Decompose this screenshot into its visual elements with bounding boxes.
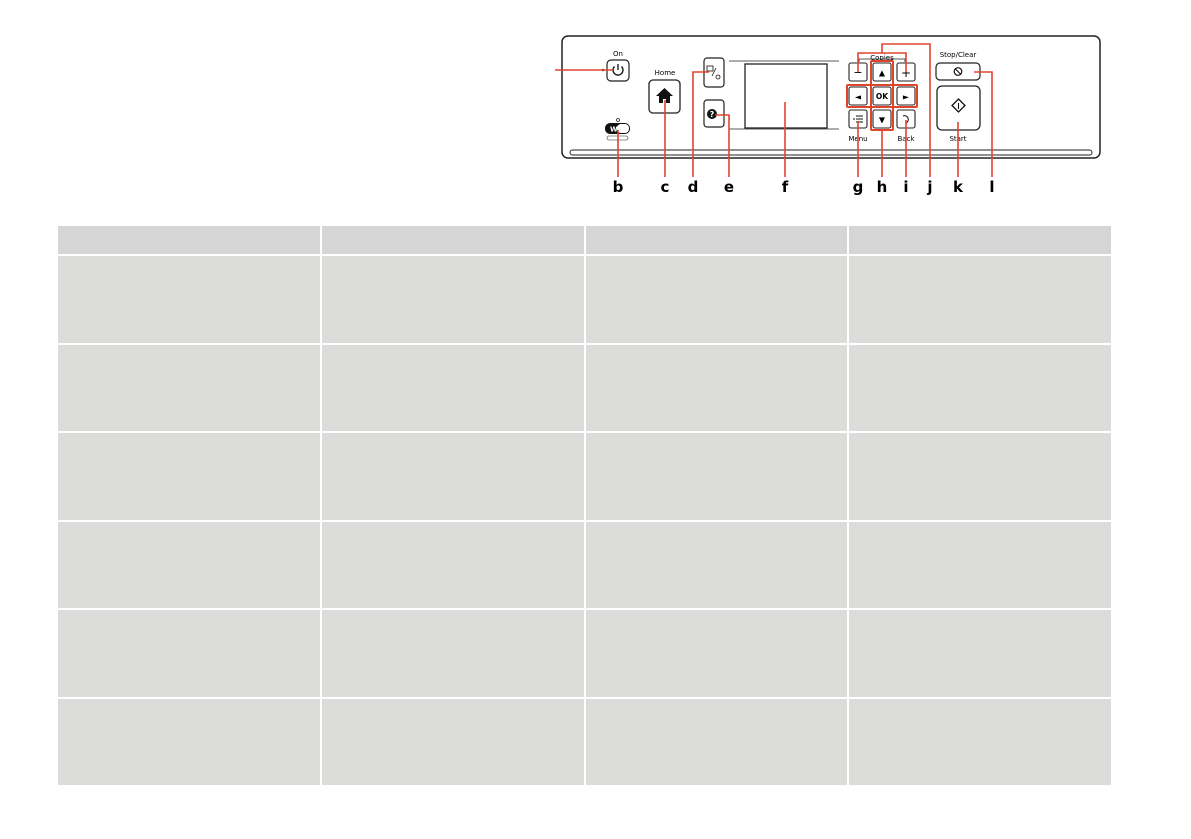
table-cell	[58, 698, 320, 785]
table-cell	[321, 521, 584, 608]
table-cell	[585, 344, 848, 431]
table-cell	[849, 433, 1111, 520]
callout-letters: a b c d e f g h i j k l	[543, 178, 995, 196]
left-arrow-icon: ◄	[855, 93, 862, 102]
table-cell	[321, 344, 584, 431]
copies-label: Copies	[870, 54, 894, 62]
table-cell	[321, 256, 584, 343]
table-cell	[321, 433, 584, 520]
table-cell	[58, 344, 320, 431]
on-label: On	[613, 50, 623, 58]
wifi-logo-text: WiFi	[610, 126, 627, 134]
table-cell	[585, 433, 848, 520]
menu-icon	[853, 115, 863, 123]
up-arrow-icon: ▲	[879, 69, 886, 78]
help-icon: ?	[707, 109, 717, 119]
callout-b: b	[613, 178, 624, 195]
callout-i: i	[903, 178, 908, 195]
callout-j: j	[926, 178, 932, 195]
callout-g: g	[853, 178, 864, 195]
table-cell	[849, 610, 1111, 697]
callout-f: f	[782, 178, 789, 195]
table-cell	[585, 521, 848, 608]
table-cell	[321, 610, 584, 697]
ok-label: OK	[876, 92, 889, 101]
right-button[interactable]	[896, 86, 916, 106]
svg-text:?: ?	[710, 110, 715, 119]
table-cell	[58, 521, 320, 608]
lcd-screen	[744, 63, 828, 129]
display-crop-icon	[706, 65, 721, 80]
table-header-cell	[58, 226, 320, 254]
home-label: Home	[655, 69, 676, 77]
stop-icon	[953, 67, 963, 76]
home-icon	[656, 88, 673, 103]
table-cell	[58, 610, 320, 697]
table-header-cell	[849, 226, 1111, 254]
minus-label: −	[853, 66, 862, 79]
table-cell	[585, 610, 848, 697]
callout-e: e	[724, 178, 734, 195]
control-panel-diagram: On WiFi Home ? Copies − + ▲ ◄	[543, 30, 1105, 196]
up-button[interactable]	[872, 62, 892, 82]
callout-k: k	[953, 178, 964, 195]
table-cell	[849, 256, 1111, 343]
table-cell	[58, 256, 320, 343]
table-cell	[849, 698, 1111, 785]
table-cell	[849, 344, 1111, 431]
description-table	[58, 226, 1111, 785]
panel-slot	[569, 149, 1093, 156]
stop-clear-label: Stop/Clear	[940, 51, 977, 59]
table-header-cell	[585, 226, 848, 254]
down-arrow-icon: ▼	[879, 116, 886, 125]
plus-label: +	[901, 66, 911, 80]
callout-h: h	[877, 178, 888, 195]
table-cell	[321, 698, 584, 785]
ok-button[interactable]	[872, 86, 892, 106]
table-cell	[585, 256, 848, 343]
panel-body	[561, 35, 1101, 159]
left-button[interactable]	[848, 86, 868, 106]
right-arrow-icon: ►	[903, 93, 910, 102]
down-button[interactable]	[872, 109, 892, 129]
callout-c: c	[661, 178, 670, 195]
power-icon	[612, 64, 624, 76]
callout-d: d	[688, 178, 699, 195]
callout-l: l	[989, 178, 994, 195]
table-cell	[58, 433, 320, 520]
table-cell	[585, 698, 848, 785]
back-icon	[902, 115, 909, 124]
table-header-cell	[321, 226, 584, 254]
table-cell	[849, 521, 1111, 608]
start-icon	[951, 98, 966, 113]
